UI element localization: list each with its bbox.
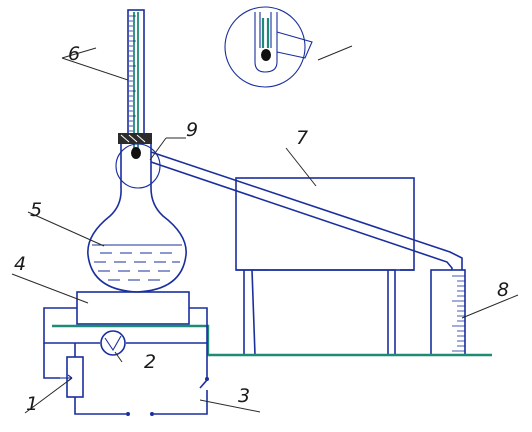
thermometer-bulb xyxy=(131,147,141,159)
voltmeter xyxy=(100,330,126,356)
detail-circle-9 xyxy=(115,143,161,189)
label-4: 4 xyxy=(14,253,26,275)
cork-stopper xyxy=(118,133,152,144)
detail-magnifier xyxy=(224,6,353,88)
thermometer-scale-ticks xyxy=(129,15,136,142)
part-labels: 6 9 7 5 4 8 2 3 1 xyxy=(14,43,509,415)
flask-liquid xyxy=(94,252,180,281)
label-6: 6 xyxy=(68,43,80,65)
label-3: 3 xyxy=(238,385,250,407)
label-1: 1 xyxy=(26,393,38,415)
bench-line xyxy=(52,324,492,357)
label-7: 7 xyxy=(296,127,308,149)
condenser-tube xyxy=(150,151,463,270)
rheostat xyxy=(66,356,84,398)
cylinder-scale-ticks xyxy=(452,275,465,352)
label-2: 2 xyxy=(144,351,156,373)
label-5: 5 xyxy=(30,199,42,221)
electric-circuit xyxy=(43,307,209,416)
label-9: 9 xyxy=(186,119,198,141)
label-8: 8 xyxy=(497,279,509,301)
condenser-stand xyxy=(236,269,414,356)
round-bottom-flask xyxy=(87,187,187,293)
heater xyxy=(76,291,190,325)
leader-lines xyxy=(11,47,519,414)
graduated-cylinder xyxy=(430,269,466,356)
condenser-jacket xyxy=(235,177,415,271)
